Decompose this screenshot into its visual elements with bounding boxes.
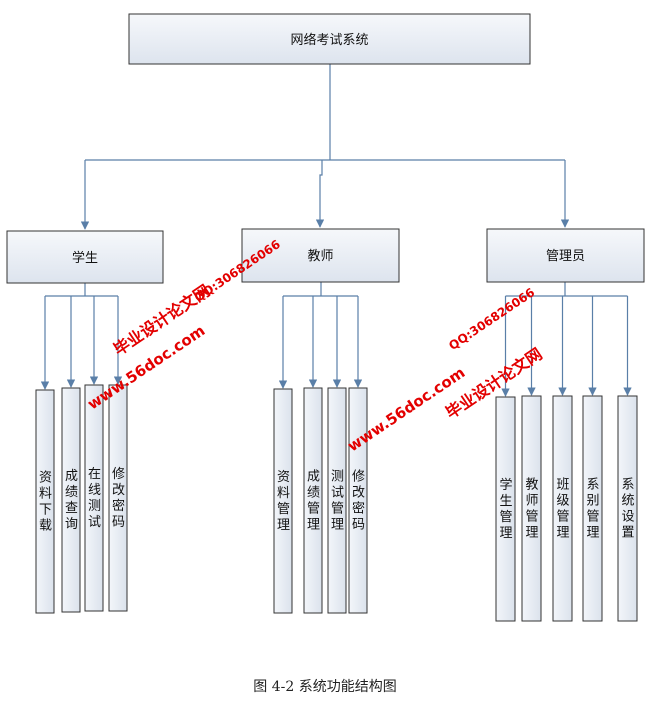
- leaf-node-admin-4: 系统设置: [617, 395, 638, 622]
- leaf-box: [273, 388, 293, 614]
- leaf-node-admin-1: 教师管理: [521, 395, 542, 622]
- leaf-label: 资料管理: [277, 470, 290, 533]
- root-node: 网络考试系统: [128, 13, 531, 65]
- connector-to-teacher: [315, 160, 325, 228]
- root-label: 网络考试系统: [290, 32, 368, 48]
- leaf-label: 系统设置: [621, 478, 634, 541]
- watermark-2-qq: QQ:306826066: [446, 285, 537, 353]
- leaf-node-admin-0: 学生管理: [495, 396, 516, 622]
- leaf-label: 成绩查询: [65, 469, 78, 532]
- leaf-box: [521, 395, 542, 622]
- leaf-label: 修改密码: [352, 470, 365, 533]
- group-label-student: 学生: [72, 250, 98, 266]
- figure-caption: 图 4-2 系统功能结构图: [253, 679, 397, 695]
- leaf-label: 系别管理: [586, 478, 599, 541]
- leaf-label: 班级管理: [556, 478, 569, 541]
- leaf-label: 教师管理: [525, 477, 538, 541]
- leaf-box: [617, 395, 638, 622]
- leaf-label: 修改密码: [112, 467, 125, 530]
- leaf-label: 学生管理: [499, 477, 512, 541]
- leaf-node-admin-2: 班级管理: [552, 395, 573, 622]
- leaf-box: [495, 396, 516, 622]
- leaf-box: [108, 384, 128, 612]
- group-node-teacher: 教师: [241, 228, 400, 283]
- group-label-admin: 管理员: [546, 249, 585, 264]
- group-node-student: 学生: [6, 230, 164, 284]
- leaf-node-teacher-0: 资料管理: [273, 388, 293, 614]
- leaf-nodes: 资料下载成绩查询在线测试修改密码资料管理成绩管理测试管理修改密码学生管理教师管理…: [35, 384, 638, 622]
- leaf-label: 在线测试: [88, 467, 101, 530]
- leaf-label: 测试管理: [331, 470, 344, 533]
- leaf-box: [84, 384, 104, 612]
- leaf-box: [35, 389, 55, 614]
- leaf-node-student-3: 修改密码: [108, 384, 128, 612]
- leaf-box: [61, 387, 81, 613]
- leaf-box: [582, 395, 603, 622]
- leaf-node-admin-3: 系别管理: [582, 395, 603, 622]
- leaf-node-student-1: 成绩查询: [61, 387, 81, 613]
- group-node-admin: 管理员: [486, 228, 645, 283]
- leaf-node-teacher-1: 成绩管理: [303, 387, 323, 614]
- leaf-label: 成绩管理: [307, 470, 320, 533]
- leaf-node-teacher-3: 修改密码: [348, 387, 368, 614]
- connector-lines: [40, 64, 632, 397]
- leaf-box: [327, 387, 347, 614]
- leaf-node-student-2: 在线测试: [84, 384, 104, 612]
- leaf-node-student-0: 资料下载: [35, 389, 55, 614]
- leaf-box: [552, 395, 573, 622]
- leaf-box: [348, 387, 368, 614]
- leaf-label: 资料下载: [39, 471, 52, 534]
- group-label-teacher: 教师: [307, 248, 333, 264]
- leaf-node-teacher-2: 测试管理: [327, 387, 347, 614]
- leaf-box: [303, 387, 323, 614]
